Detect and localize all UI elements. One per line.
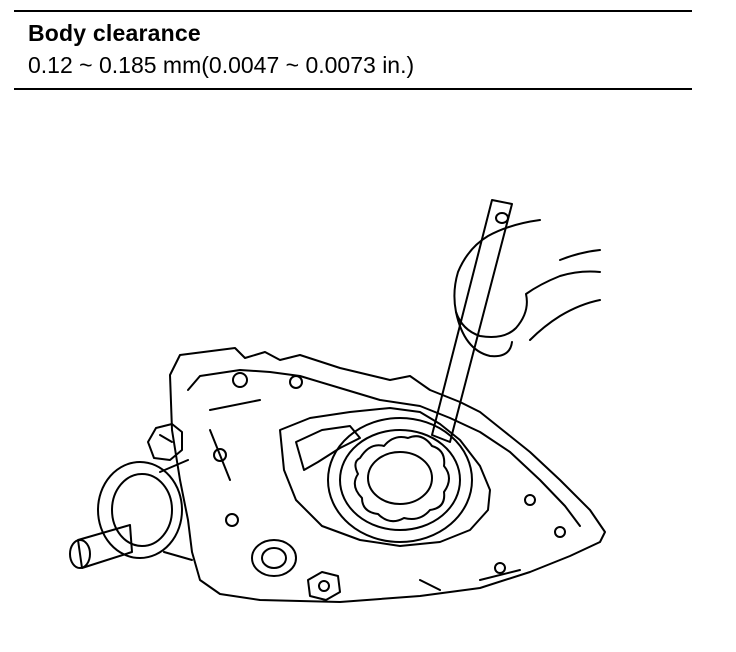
bolt-hole: [213, 448, 227, 462]
gasket-plate-cutout: [295, 425, 361, 471]
pulley-flange-inner: [111, 473, 173, 547]
hex-bolt-center: [318, 580, 330, 592]
bolt-hole: [494, 562, 506, 574]
feeler-gauge-hole: [495, 212, 509, 224]
shaft-end: [69, 539, 91, 569]
spec-value: 0.12 ~ 0.185 mm(0.0047 ~ 0.0073 in.): [28, 52, 415, 78]
bolt-hole: [225, 513, 239, 527]
oil-pump-illustration: [60, 180, 620, 620]
outer-rotor: [353, 435, 450, 523]
shaft: [77, 524, 133, 569]
hand-wrist: [529, 249, 601, 341]
bolt-hole: [554, 526, 566, 538]
boss-slot: [159, 434, 173, 443]
bolt-hole: [289, 375, 303, 389]
relief-valve-boss: [251, 539, 297, 577]
housing-ring-outer: [327, 417, 473, 543]
hand-finger: [455, 311, 513, 358]
spec-block: Body clearance 0.12 ~ 0.185 mm(0.0047 ~ …: [28, 18, 688, 80]
top-rule: [14, 10, 692, 12]
pump-body: [169, 347, 606, 603]
feeler-gauge: [431, 199, 513, 443]
relief-valve-boss-inner: [261, 547, 287, 569]
body-rib: [209, 399, 521, 591]
upper-left-boss: [147, 423, 183, 461]
pulley-flange: [97, 461, 183, 559]
gasket-plate: [279, 407, 491, 547]
inner-rotor: [367, 451, 433, 505]
bolt-hole: [524, 494, 536, 506]
bolt-hole: [232, 372, 248, 388]
spec-title: Body clearance: [28, 20, 201, 46]
hex-bolt: [307, 571, 341, 601]
shaft-body-connection: [159, 459, 193, 561]
pump-body-inner-edge: [187, 369, 581, 527]
hand: [453, 219, 601, 338]
bottom-rule: [14, 88, 692, 90]
housing-ring-inner: [339, 429, 461, 531]
